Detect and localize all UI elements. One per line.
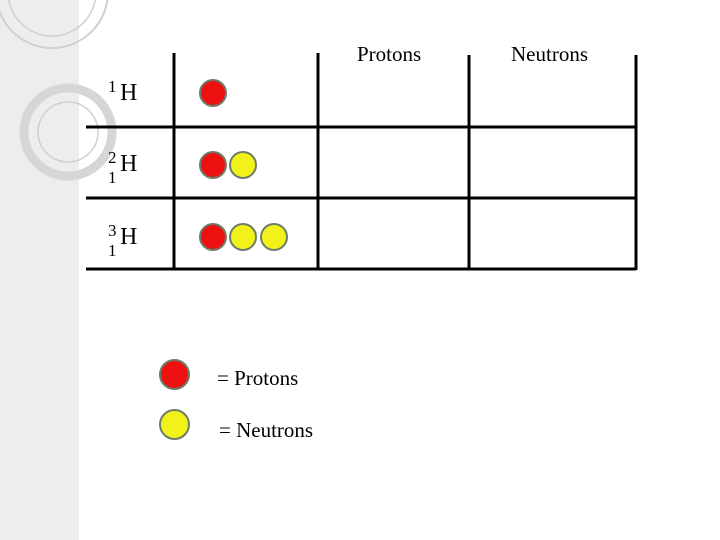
mass-number: 1 bbox=[108, 77, 117, 96]
decorative-rings bbox=[0, 0, 117, 181]
isotope-label-hydrogen-1: 1 H bbox=[100, 77, 160, 121]
proton-particle bbox=[199, 223, 227, 251]
proton-particle bbox=[199, 151, 227, 179]
element-symbol: H bbox=[120, 224, 138, 250]
proton-particle bbox=[199, 79, 227, 107]
element-symbol: H bbox=[120, 151, 138, 177]
legend-protons-label: = Protons bbox=[217, 366, 299, 390]
element-symbol: H bbox=[120, 80, 138, 106]
neutrons-column-header: Neutrons bbox=[511, 42, 588, 66]
neutron-particle bbox=[229, 151, 257, 179]
legend-neutron-swatch bbox=[159, 409, 190, 440]
neutron-particle bbox=[229, 223, 257, 251]
isotope-label-hydrogen-2: 2 1 H bbox=[100, 148, 160, 192]
legend-neutrons-label: = Neutrons bbox=[219, 418, 314, 442]
isotope-label-hydrogen-3: 3 1 H bbox=[100, 221, 160, 265]
atomic-number: 1 bbox=[108, 168, 117, 187]
legend-proton-swatch bbox=[159, 359, 190, 390]
neutron-particle bbox=[260, 223, 288, 251]
protons-column-header: Protons bbox=[357, 42, 422, 66]
mass-number: 2 bbox=[108, 148, 117, 167]
mass-number: 3 bbox=[108, 221, 117, 240]
atomic-number: 1 bbox=[108, 241, 117, 260]
